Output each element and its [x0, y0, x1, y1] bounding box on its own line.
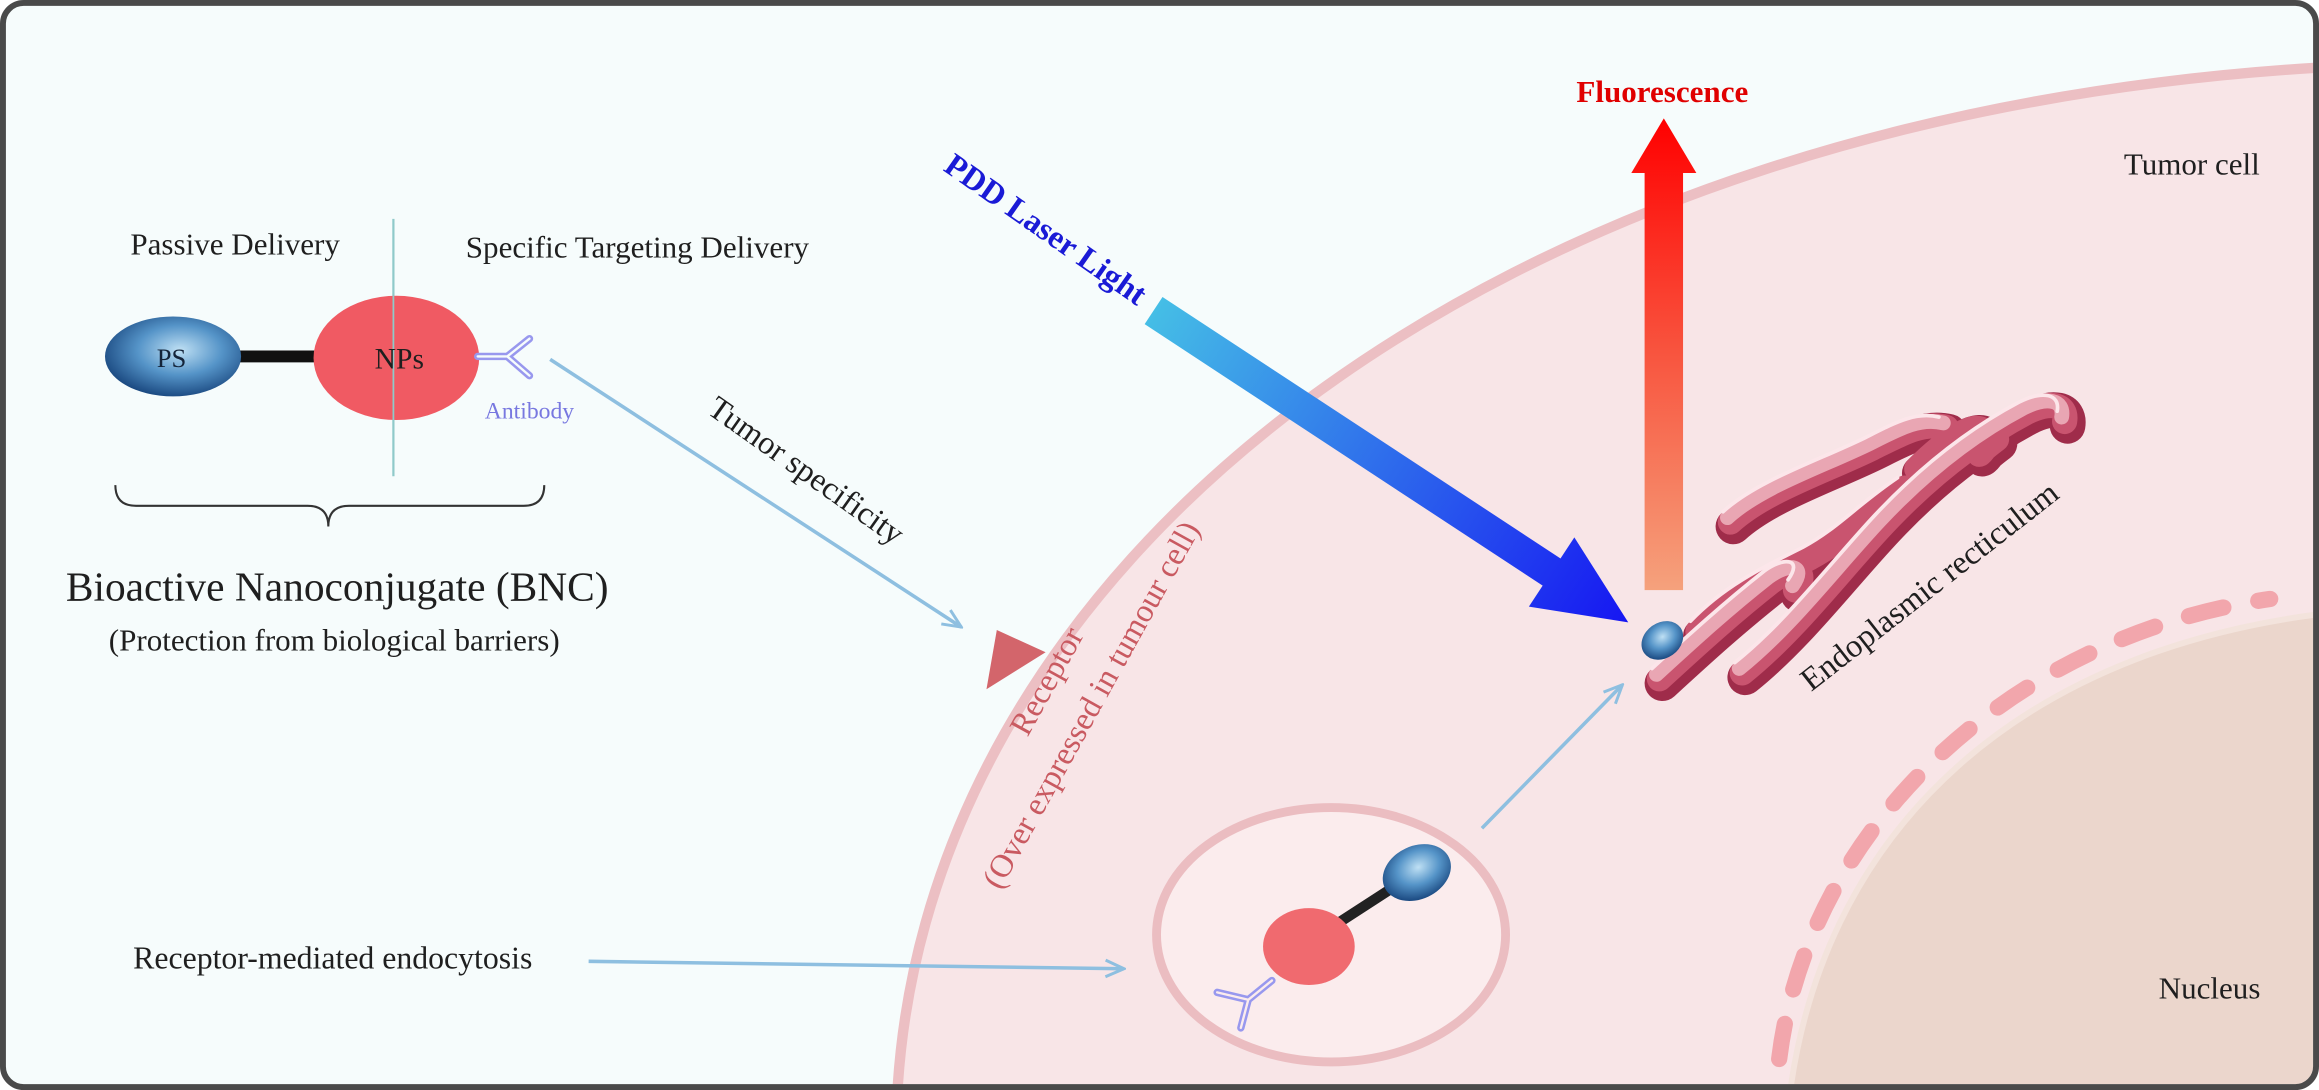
nucleus-label: Nucleus	[2159, 970, 2261, 1005]
er-photosensitizer	[1641, 621, 1684, 660]
endocytosis-arrow	[588, 961, 1124, 968]
fluorescence-arrow	[1631, 118, 1697, 591]
endosome-nanoparticle	[1263, 908, 1355, 985]
endosome-antibody	[1213, 976, 1276, 1032]
laser-arrow-shaft	[1144, 296, 1568, 591]
laser-arrow-head	[1528, 537, 1629, 623]
targeting-delivery-label: Specific Targeting Delivery	[466, 229, 810, 264]
ps-label: PS	[157, 343, 187, 373]
receptor-shape	[986, 630, 1046, 690]
endocytosis-label: Receptor-mediated endocytosis	[133, 941, 532, 976]
laser-arrow	[1144, 296, 1629, 623]
np-particle	[313, 295, 480, 421]
tumor-cell-label: Tumor cell	[2124, 147, 2260, 182]
nuclear-envelope	[1771, 590, 2279, 1068]
nps-label: NPs	[375, 343, 424, 375]
endosome-to-er-arrow	[1480, 685, 1623, 830]
bnc-brace	[114, 485, 546, 527]
nucleus	[1783, 606, 2314, 1085]
tumor-specificity-arrow	[549, 357, 961, 627]
endosome-photosensitizer	[1382, 844, 1451, 902]
ps-particle	[105, 316, 242, 397]
passive-delivery-label: Passive Delivery	[130, 226, 340, 261]
bnc-title: Bioactive Nanoconjugate (BNC)	[66, 563, 609, 610]
bnc-subtitle: (Protection from biological barriers)	[109, 623, 560, 658]
antibody-shape	[474, 334, 534, 380]
fluorescence-arrow-head	[1631, 118, 1697, 174]
bnc-construct	[105, 218, 546, 527]
endosome-linker	[1335, 883, 1396, 928]
endosome	[1152, 803, 1511, 1067]
fluorescence-label: Fluorescence	[1576, 74, 1748, 109]
fluorescence-arrow-shaft	[1644, 165, 1684, 591]
antibody-label: Antibody	[485, 399, 575, 425]
